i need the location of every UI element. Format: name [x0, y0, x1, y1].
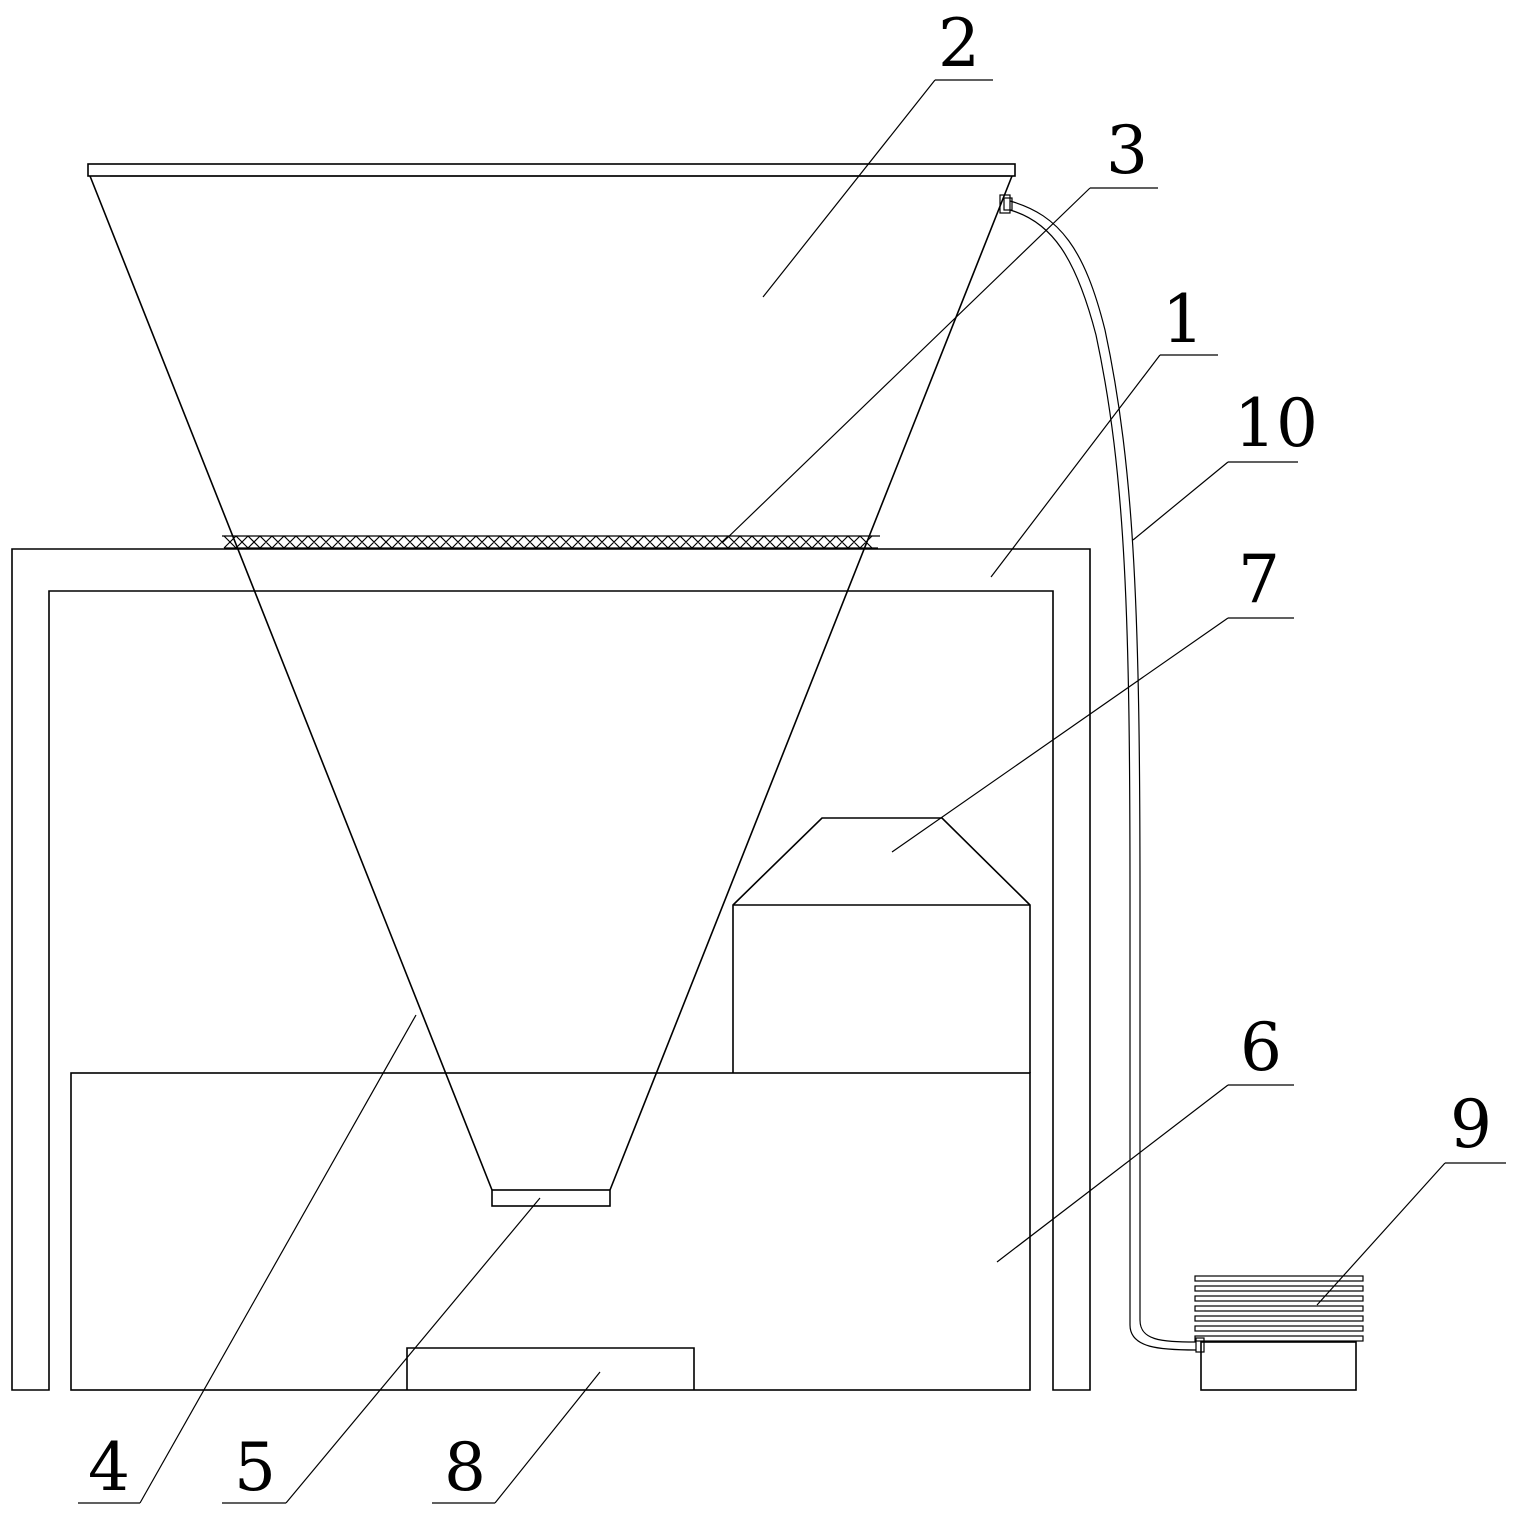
pump-fin [1194, 1285, 1364, 1292]
leader-lines [78, 79, 1506, 1504]
label-2: 2 [938, 5, 980, 82]
frame-outer [11, 548, 1091, 1391]
label-4: 4 [88, 1429, 130, 1506]
pump-fin-frame [1195, 1337, 1205, 1353]
hopper-outlet [491, 1189, 611, 1207]
label-3: 3 [1106, 112, 1148, 189]
bin-box [70, 1072, 1031, 1391]
label-8: 8 [444, 1429, 486, 1506]
motor-housing [732, 817, 1031, 1073]
pump-fin [1194, 1275, 1364, 1282]
hopper-wall-right [609, 175, 1013, 1191]
pump-fin [1194, 1315, 1364, 1322]
leader-8 [494, 1371, 601, 1504]
label-5: 5 [234, 1429, 276, 1506]
leader-1 [990, 354, 1161, 578]
leader-2 [762, 79, 936, 298]
leader-5 [285, 1197, 541, 1504]
label-9: 9 [1450, 1086, 1492, 1163]
leader-6 [996, 1084, 1229, 1263]
hose-inner [1009, 209, 1197, 1351]
hose-outer [1009, 200, 1197, 1343]
label-6: 6 [1240, 1009, 1282, 1086]
hopper-rim [87, 163, 1016, 177]
pump-body [1200, 1341, 1357, 1391]
pump-fin [1194, 1335, 1364, 1342]
label-7: 7 [1238, 541, 1280, 618]
hose-connector [999, 194, 1011, 214]
leader-9 [1316, 1162, 1446, 1306]
base-plate [406, 1347, 695, 1390]
hose-connector-tip [1003, 197, 1013, 211]
pump-fin [1194, 1295, 1364, 1302]
hopper-wall-left [89, 175, 493, 1191]
pump-fin [1194, 1305, 1364, 1312]
leader-3 [721, 187, 1091, 544]
label-1: 1 [1162, 281, 1204, 358]
leader-7 [891, 617, 1229, 853]
pump-fins [1194, 1275, 1364, 1342]
leader-4 [139, 1014, 417, 1504]
leader-10 [1132, 461, 1229, 541]
screen-mesh [222, 535, 880, 549]
pump-fin [1194, 1325, 1364, 1332]
label-10: 10 [1234, 385, 1318, 462]
